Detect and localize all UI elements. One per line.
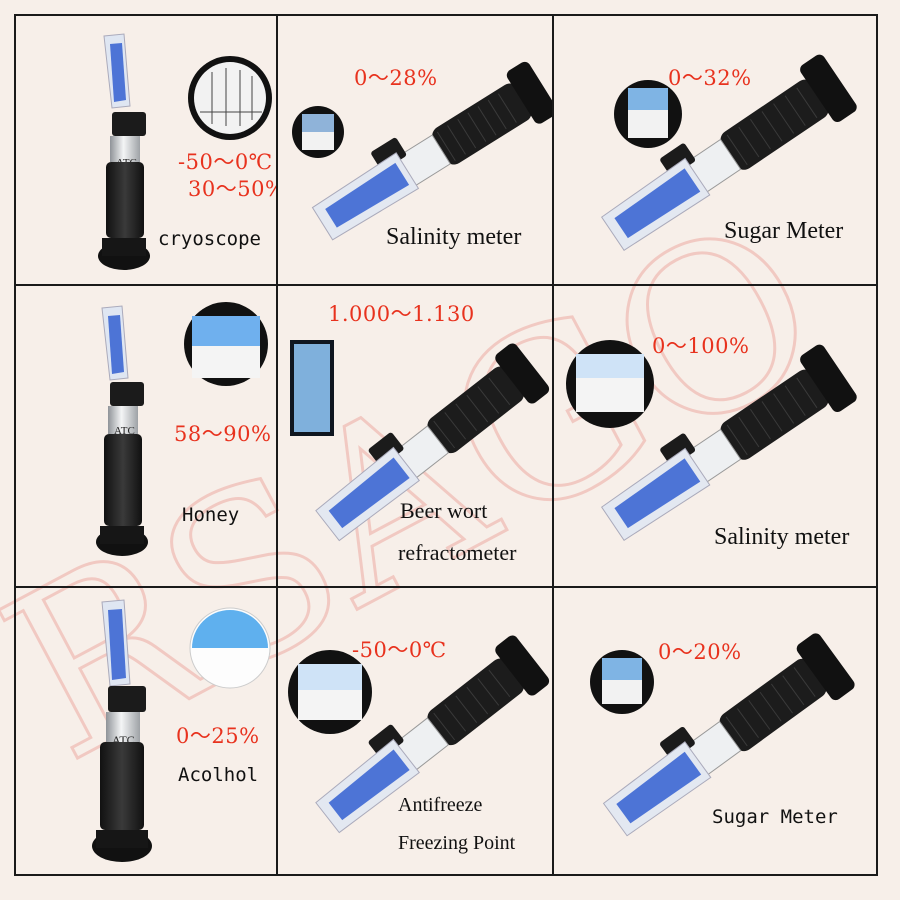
product-grid: ATC -50～0℃ 30～50% cryoscope xyxy=(14,14,878,876)
rubber-grip xyxy=(720,79,829,170)
cell-salinity-28: 0～28% Salinity meter xyxy=(278,16,554,286)
range-label: 58～90% xyxy=(174,422,272,446)
cell-sugar-32: 0～32% Sugar Meter xyxy=(554,16,876,286)
product-name: Honey xyxy=(182,504,240,526)
blue-prism xyxy=(325,162,410,228)
eyepiece xyxy=(506,61,552,124)
cell-antifreeze: -50～0℃ Antifreeze Freezing Point xyxy=(278,588,554,874)
range-label-2: 30～50% xyxy=(188,177,278,201)
metal-tube xyxy=(106,712,140,742)
hinge-clip xyxy=(110,382,144,406)
cell-salinity-100: 0～100% Salinity meter xyxy=(554,286,876,588)
range-label: 0～100% xyxy=(652,334,750,358)
product-image xyxy=(590,633,855,837)
range-label: 0～25% xyxy=(176,724,260,748)
scale-view xyxy=(576,354,644,378)
blue-prism xyxy=(328,457,410,529)
rubber-grip xyxy=(427,658,524,746)
product-image: ATC xyxy=(96,302,268,556)
eyepiece xyxy=(800,344,857,413)
scale-view xyxy=(194,62,266,134)
hinge-clip xyxy=(368,724,404,759)
blue-prism xyxy=(108,609,126,680)
hinge-clip xyxy=(112,112,146,136)
scale-view xyxy=(192,316,260,346)
product-name-line-2: refractometer xyxy=(398,540,517,565)
scale-view xyxy=(294,344,330,432)
product-image xyxy=(288,635,550,834)
product-image xyxy=(566,340,857,541)
cell-cryoscope: ATC -50～0℃ 30～50% cryoscope xyxy=(16,16,278,286)
rubber-grip xyxy=(720,369,829,460)
range-label: -50～0℃ xyxy=(352,638,447,662)
cell-alcohol: ATC 0～25% Acolhol xyxy=(16,588,278,874)
product-image: ATC xyxy=(92,599,271,862)
product-name: Salinity meter xyxy=(714,524,850,550)
range-label: 0～20% xyxy=(658,640,742,664)
hinge-clip xyxy=(660,143,696,177)
product-name-line-1: Antifreeze xyxy=(398,794,483,816)
rubber-grip xyxy=(719,658,827,752)
eyepiece xyxy=(800,54,857,123)
cell-sugar-20: 0～20% Sugar Meter xyxy=(554,588,876,874)
range-label: 0～32% xyxy=(668,66,752,90)
hinge-clip xyxy=(371,137,407,171)
cell-honey: ATC 58～90% Honey xyxy=(16,286,278,588)
cell-beer-wort: 1.000～1.130 Beer wort refractometer xyxy=(278,286,554,588)
metal-tube xyxy=(108,406,138,434)
rubber-grip xyxy=(427,366,524,454)
rubber-grip xyxy=(100,742,144,830)
eyepiece xyxy=(495,635,550,696)
blue-prism xyxy=(110,43,126,102)
product-name: Sugar Meter xyxy=(724,218,844,244)
product-image xyxy=(290,340,550,542)
product-name: Acolhol xyxy=(178,764,259,786)
blue-prism xyxy=(614,458,701,529)
product-name-line-2: Freezing Point xyxy=(398,832,516,854)
product-name: cryoscope xyxy=(158,228,261,250)
hinge-clip xyxy=(108,686,146,712)
range-label: 0～28% xyxy=(354,66,438,90)
hinge-clip xyxy=(368,432,404,467)
blue-prism xyxy=(328,749,410,821)
product-image: ATC xyxy=(98,33,272,270)
blue-prism xyxy=(108,315,124,374)
rubber-grip xyxy=(104,434,142,526)
metal-tube xyxy=(110,136,140,162)
blue-prism xyxy=(614,168,701,239)
product-name: Salinity meter xyxy=(386,224,522,250)
scale-view xyxy=(192,610,268,648)
scale-view xyxy=(298,664,362,690)
eyepiece xyxy=(495,343,550,404)
range-label-1: -50～0℃ xyxy=(178,150,273,174)
product-name-line-1: Beer wort xyxy=(400,498,488,523)
hinge-clip xyxy=(660,433,696,467)
product-image xyxy=(292,61,552,241)
rubber-grip xyxy=(106,162,144,238)
rubber-grip xyxy=(432,83,532,165)
product-name: Sugar Meter xyxy=(712,806,838,828)
range-label: 1.000～1.130 xyxy=(328,302,475,326)
product-image xyxy=(600,54,857,251)
blue-prism xyxy=(616,751,702,824)
eyepiece xyxy=(796,633,855,701)
hinge-clip xyxy=(660,726,695,761)
